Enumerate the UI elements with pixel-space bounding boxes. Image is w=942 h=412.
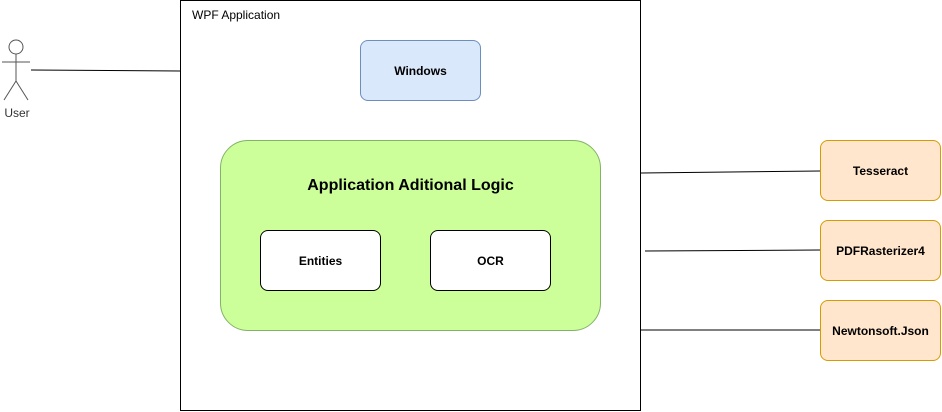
- container-title: WPF Application: [192, 8, 281, 22]
- windows-box: Windows: [360, 40, 481, 101]
- newtonsoft-box: Newtonsoft.Json: [820, 300, 941, 361]
- tesseract-box: Tesseract: [820, 140, 941, 201]
- entities-label: Entities: [298, 253, 343, 268]
- ocr-label: OCR: [477, 253, 504, 268]
- ocr-box: OCR: [430, 230, 551, 291]
- logic-title: Application Aditional Logic: [307, 177, 514, 194]
- user-connector: [30, 69, 181, 72]
- user-label: User: [4, 106, 30, 120]
- user-actor-icon: [2, 39, 30, 101]
- entities-box: Entities: [260, 230, 381, 291]
- tesseract-label: Tesseract: [852, 163, 909, 178]
- newtonsoft-label: Newtonsoft.Json: [832, 323, 929, 338]
- pdfrasterizer-label: PDFRasterizer4: [836, 243, 925, 258]
- windows-label: Windows: [394, 63, 447, 78]
- pdfrasterizer-connector: [644, 249, 821, 252]
- tesseract-connector: [640, 170, 821, 174]
- pdfrasterizer-box: PDFRasterizer4: [820, 220, 941, 281]
